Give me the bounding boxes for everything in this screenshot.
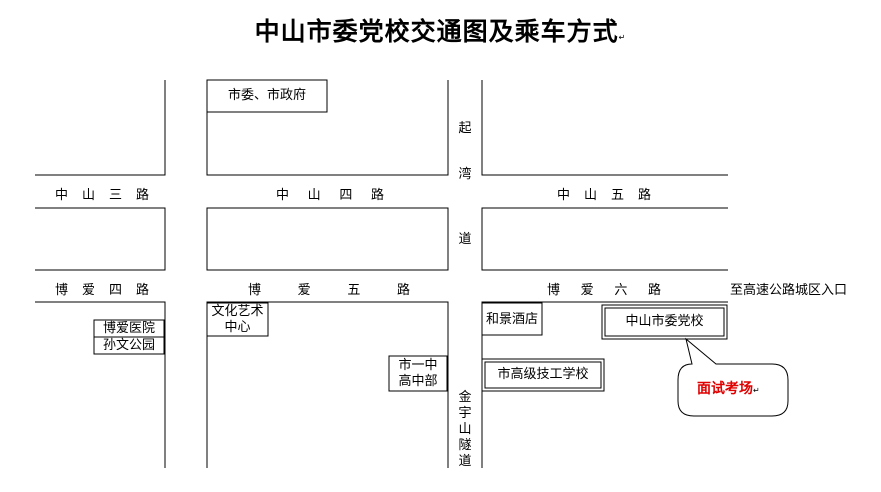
block-outline <box>481 80 728 176</box>
road-boai-6: 博 爱 六 路 <box>547 279 661 298</box>
road-char: 中 <box>276 188 290 203</box>
road-char: 三 <box>108 188 122 203</box>
road-jinyu-tunnel: 金宇山隧道 <box>458 390 472 469</box>
road-zhongshan-5: 中 山 五 路 <box>557 184 651 203</box>
party-school-box-inner <box>604 307 725 337</box>
place-no1-middle-school: 市一中 高中部 <box>389 358 447 390</box>
paragraph-mark: ↵ <box>753 386 760 395</box>
road-char: 路 <box>396 283 410 298</box>
callout-exam-room: 面试考场↵ <box>697 381 760 397</box>
culture-center-box <box>206 302 269 337</box>
block-outline <box>206 301 449 468</box>
road-char: 中 <box>557 188 571 203</box>
block-outline <box>206 80 449 176</box>
road-boai-5: 博 爱 五 路 <box>248 279 410 298</box>
city-gov-box <box>206 79 328 113</box>
road-char: 六 <box>614 283 628 298</box>
road-char: 四 <box>339 188 353 203</box>
block-outline <box>206 207 449 271</box>
road-char: 爱 <box>81 283 95 298</box>
party-school-box-outer <box>601 304 728 340</box>
road-qiwan-1: 起 <box>458 121 472 136</box>
road-char: 路 <box>135 188 149 203</box>
road-char: 爱 <box>580 283 594 298</box>
block-outline <box>35 207 166 271</box>
road-char: 博 <box>55 283 69 298</box>
road-char: 路 <box>637 188 651 203</box>
block-outline <box>481 207 728 271</box>
paragraph-mark: ↵ <box>618 33 627 42</box>
sunwen-park-box <box>93 336 165 355</box>
tech-school-box-inner <box>484 361 602 389</box>
road-char: 路 <box>370 188 384 203</box>
place-tech-school: 市高级技工学校 <box>497 367 589 382</box>
road-char: 山 <box>583 188 597 203</box>
road-to-highway: 至高速公路城区入口 <box>730 283 848 298</box>
place-no1-school-line2: 高中部 <box>398 374 438 389</box>
block-outline <box>35 80 166 176</box>
road-qiwan-3: 道 <box>458 232 472 247</box>
road-char: 五 <box>347 283 361 298</box>
place-sunwen-park: 孙文公园 <box>102 338 155 353</box>
road-char: 爱 <box>297 283 311 298</box>
place-no1-school-line1: 市一中 <box>398 358 438 373</box>
road-char: 山 <box>307 188 321 203</box>
road-char: 五 <box>610 188 624 203</box>
road-char: 中 <box>55 188 69 203</box>
block-outline <box>481 301 728 468</box>
place-culture-center-line2: 中心 <box>224 320 251 335</box>
page-title: 中山市委党校交通图及乘车方式↵ <box>254 17 627 46</box>
road-qiwan-2: 湾 <box>458 167 472 182</box>
road-char: 路 <box>135 283 149 298</box>
road-char: 博 <box>248 283 262 298</box>
road-boai-4: 博 爱 四 路 <box>55 279 149 298</box>
place-hejing-hotel: 和景酒店 <box>485 312 538 327</box>
callout-bubble <box>677 337 789 417</box>
tech-school-box-outer <box>481 358 605 392</box>
no1-school-box <box>388 355 448 392</box>
place-party-school: 中山市委党校 <box>625 314 704 329</box>
place-culture-center: 文化艺术 中心 <box>207 304 268 336</box>
place-boai-hospital: 博爱医院 <box>102 321 155 336</box>
road-char: 博 <box>547 283 561 298</box>
place-city-gov: 市委、市政府 <box>227 88 306 103</box>
hejing-hotel-box <box>481 302 543 336</box>
road-char: 山 <box>81 188 95 203</box>
road-char: 四 <box>108 283 122 298</box>
road-char: 路 <box>647 283 661 298</box>
place-culture-center-line1: 文化艺术 <box>211 304 264 319</box>
road-zhongshan-3: 中 山 三 路 <box>55 184 149 203</box>
road-zhongshan-4: 中 山 四 路 <box>276 184 384 203</box>
block-outline <box>35 301 166 468</box>
